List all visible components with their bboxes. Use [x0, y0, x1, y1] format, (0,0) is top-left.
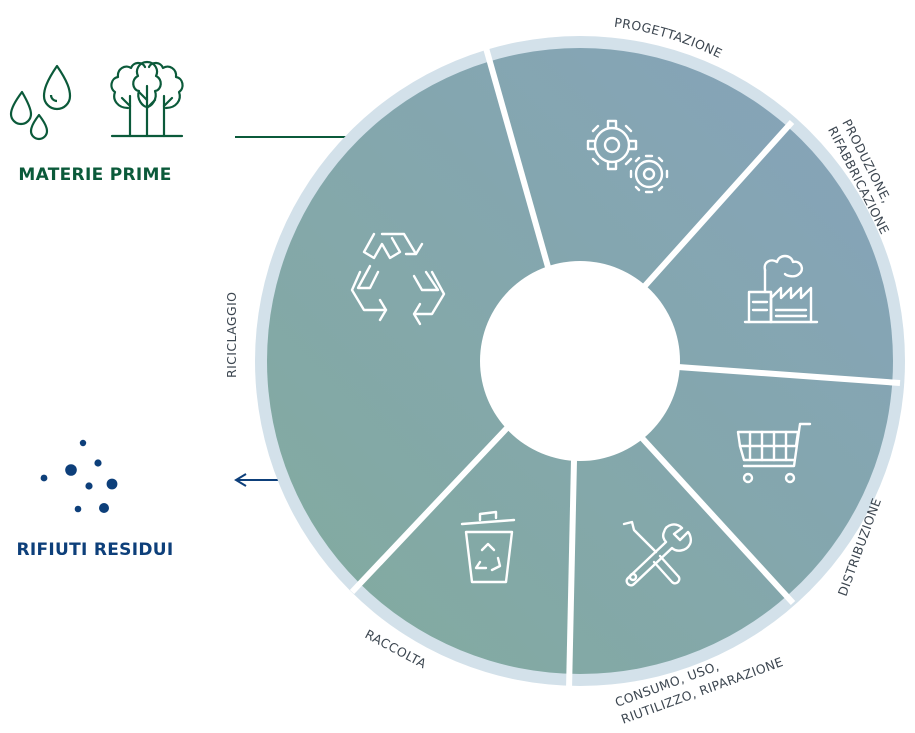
- factory-icon: [743, 254, 819, 324]
- recycle-bin-icon: [460, 510, 516, 584]
- segment-dividers: [349, 47, 901, 691]
- shopping-cart-icon: [736, 422, 812, 484]
- scattered-dots-icon: [40, 439, 118, 513]
- recycle-icon: [350, 232, 446, 326]
- lifecycle-wheel: [255, 36, 905, 691]
- wheel-center: [480, 261, 680, 461]
- trees-icon: [110, 60, 184, 138]
- wrench-screwdriver-icon: [622, 520, 693, 587]
- materie-prime-group: MATERIE PRIME: [9, 60, 184, 185]
- materie-prime-label: MATERIE PRIME: [18, 165, 171, 185]
- rifiuti-residui-group: RIFIUTI RESIDUI: [16, 439, 173, 560]
- water-drops-icon: [9, 64, 72, 141]
- rifiuti-residui-label: RIFIUTI RESIDUI: [16, 540, 173, 560]
- stage-label-riciclaggio: RICICLAGGIO: [224, 292, 239, 378]
- gears-icon: [586, 119, 669, 194]
